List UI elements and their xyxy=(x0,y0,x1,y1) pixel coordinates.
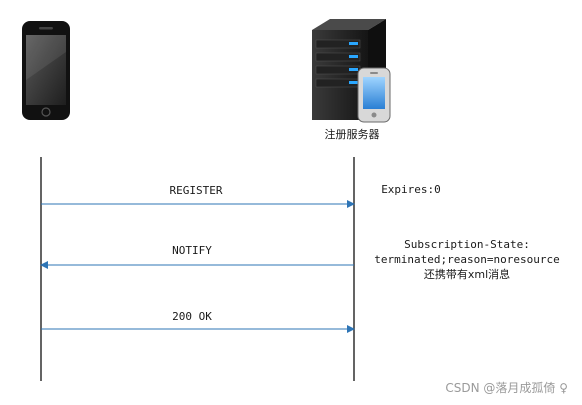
subscription-state-note-line1: Subscription-State: xyxy=(404,238,530,251)
register-label: REGISTER xyxy=(170,184,223,197)
ok-200-label: 200 OK xyxy=(172,310,212,323)
smartphone-icon xyxy=(22,21,70,120)
watermark: CSDN @落月成孤倚 ♀ xyxy=(445,381,568,395)
subscription-state-note-line2: terminated;reason=noresource xyxy=(374,253,559,266)
notify-label: NOTIFY xyxy=(172,244,212,257)
mobile-device-icon xyxy=(357,67,391,123)
server-label: 注册服务器 xyxy=(325,127,380,141)
expires-note: Expires:0 xyxy=(381,183,441,196)
server-icon xyxy=(312,19,391,123)
subscription-state-note-line3: 还携带有xml消息 xyxy=(424,267,510,281)
